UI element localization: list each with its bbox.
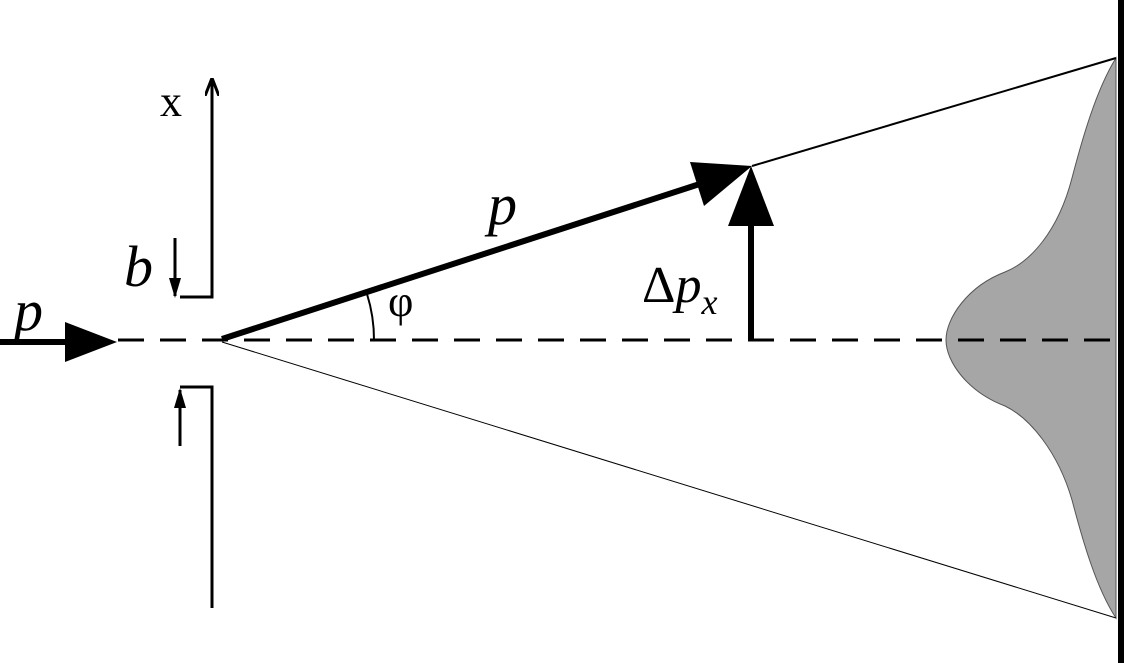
intensity-distribution	[945, 56, 1117, 620]
diffracted-momentum-arrow	[221, 177, 713, 342]
slit-width-label: b	[124, 234, 153, 299]
incident-momentum-arrowhead	[65, 322, 117, 362]
x-axis-label: x	[160, 77, 182, 126]
diffracted-momentum-arrowhead	[690, 162, 752, 206]
delta-px-label: Δpx	[642, 257, 717, 322]
diffraction-cone-lower	[221, 341, 1117, 619]
slit-width-arrowhead-down	[169, 278, 181, 298]
delta-px-arrowhead	[728, 166, 774, 226]
slit-barrier-bottom	[180, 385, 214, 608]
angle-arc	[366, 293, 376, 341]
incident-momentum-label: p	[10, 278, 43, 343]
angle-label: φ	[388, 277, 413, 326]
slit-barrier-top	[180, 80, 214, 299]
diffraction-cone-upper	[751, 57, 1117, 167]
diffracted-momentum-label: p	[484, 172, 517, 237]
slit-width-arrowhead-up	[174, 388, 186, 408]
